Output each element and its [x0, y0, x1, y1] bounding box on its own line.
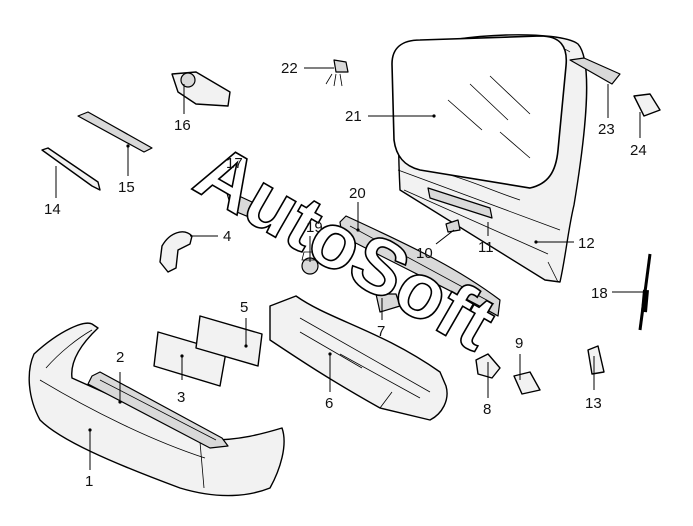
callout-6: 6 [325, 395, 333, 412]
bulb-13 [587, 345, 605, 375]
callout-11: 11 [478, 239, 494, 256]
spoiler-15 [77, 111, 153, 153]
callout-2: 2 [116, 349, 124, 366]
callout-22: 22 [281, 60, 298, 77]
callout-9: 9 [515, 335, 523, 352]
callout-3: 3 [177, 389, 185, 406]
callout-23: 23 [598, 121, 615, 138]
lock-19 [301, 251, 319, 275]
light-23 [569, 57, 621, 85]
callout-15: 15 [118, 179, 135, 196]
hinge-9 [513, 371, 541, 395]
license-plate-bracket-5 [195, 315, 263, 367]
callout-12: 12 [578, 235, 595, 252]
callout-labels: 1 2 3 4 5 6 7 8 9 10 11 12 13 14 15 16 1… [44, 60, 647, 490]
callout-16: 16 [174, 117, 191, 134]
clip-24 [633, 93, 661, 117]
callout-10: 10 [416, 245, 433, 262]
callout-5: 5 [240, 299, 248, 316]
callout-7: 7 [377, 323, 385, 340]
callout-19: 19 [306, 219, 323, 236]
rear-bumper-1 [28, 322, 285, 497]
callout-24: 24 [630, 142, 647, 159]
link-14 [41, 147, 101, 191]
callout-14: 14 [44, 201, 61, 218]
washer-nozzle-22 [325, 59, 349, 87]
callout-20: 20 [349, 185, 366, 202]
callout-8: 8 [483, 401, 491, 418]
leader-lines [55, 67, 646, 470]
switch-10 [445, 219, 461, 233]
callout-18: 18 [591, 285, 608, 302]
latch-4 [159, 231, 193, 273]
motor-16 [171, 71, 231, 107]
bracket-17 [225, 189, 257, 221]
rear-window-glass-21 [391, 35, 568, 189]
tailgate-trim-20 [339, 215, 501, 317]
callout-1: 1 [85, 473, 93, 490]
rear-panel-6 [269, 295, 448, 421]
callout-13: 13 [585, 395, 602, 412]
bumper-beam-2 [87, 371, 229, 449]
callout-4: 4 [223, 228, 231, 245]
callout-21: 21 [345, 108, 362, 125]
callout-17: 17 [226, 155, 243, 172]
